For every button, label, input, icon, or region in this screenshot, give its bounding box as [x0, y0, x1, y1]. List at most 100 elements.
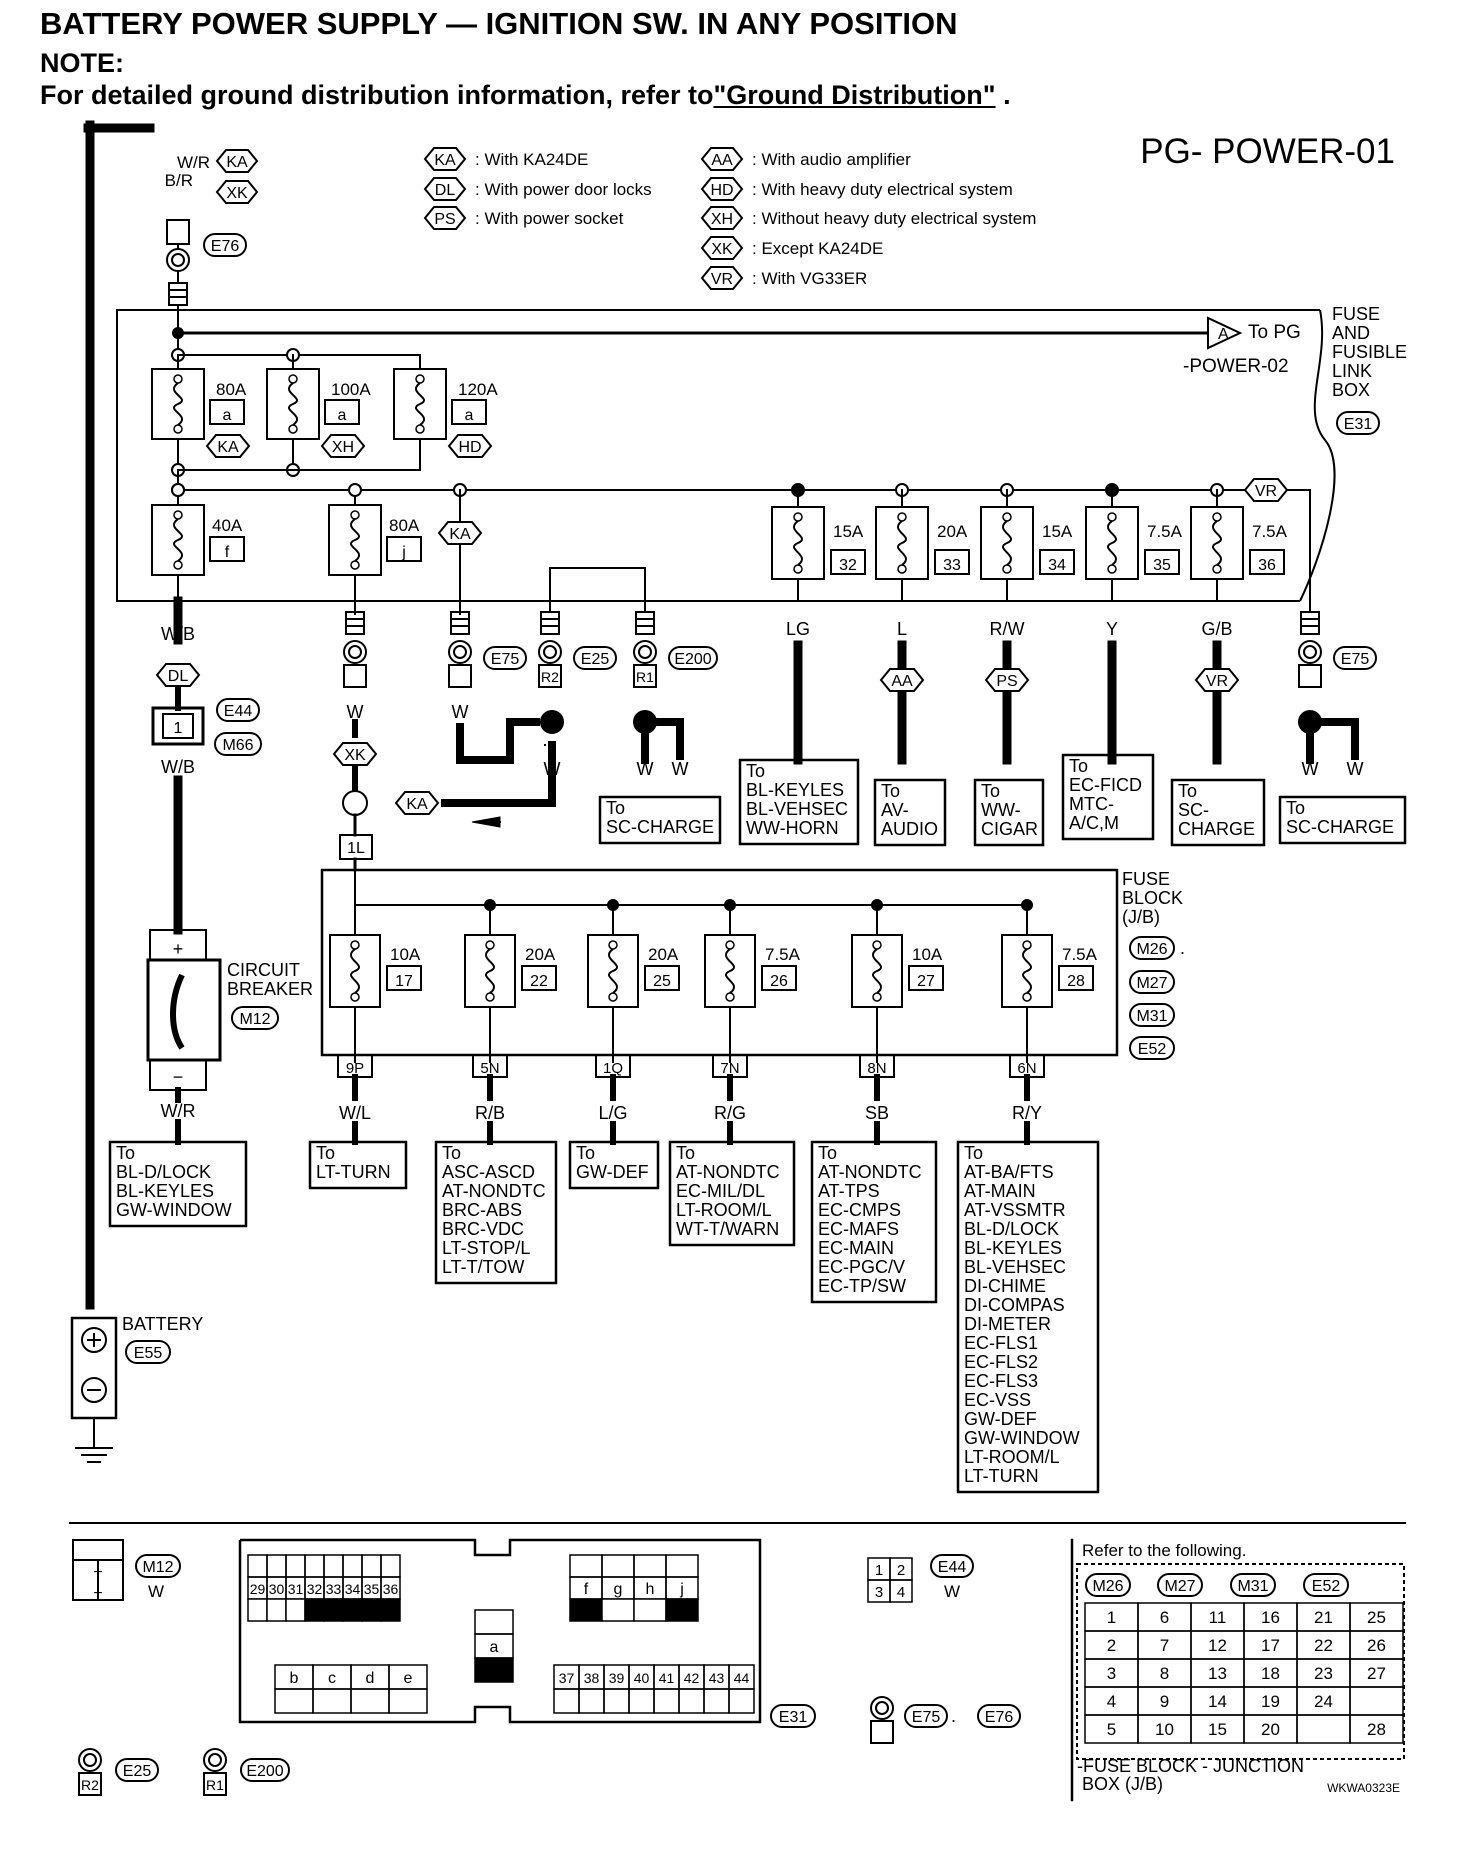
jb-fuse-27-terminal — [872, 940, 882, 950]
jb-grid-cell-label: 11 — [1209, 1608, 1227, 1627]
ground-distribution-link[interactable]: "Ground Distribution" — [713, 80, 996, 110]
upper-fuse-number — [1039, 549, 1075, 575]
wire-color-label: SB — [865, 1103, 889, 1123]
e76-connector-id — [203, 233, 247, 257]
destination-box-line: EC-MIL/DL — [676, 1181, 765, 1201]
wire-color-w: W — [672, 759, 689, 779]
splice — [348, 483, 362, 497]
connector-terminal — [448, 664, 472, 688]
upper-fuse-33-element — [897, 520, 907, 566]
upper-fuse-number-label: 35 — [1153, 557, 1171, 574]
upper-fuse-amp: 7.5A — [1147, 522, 1183, 541]
destination-box-line: To — [316, 1143, 335, 1163]
fusible-link-letter-label: a — [223, 407, 232, 424]
m12-connector-id — [135, 1554, 181, 1578]
page-title: BATTERY POWER SUPPLY — IGNITION SW. IN A… — [40, 6, 958, 41]
jb-fuse-number — [386, 965, 422, 991]
e31-cell-label: 35 — [364, 1581, 380, 1597]
destination-box-line: To — [1178, 781, 1197, 801]
jb-fuse-number — [1058, 965, 1094, 991]
to-pg-power-02-arrow — [1207, 316, 1243, 350]
e31-cell — [601, 1554, 635, 1578]
wire-color-w: W — [347, 702, 364, 722]
jb-grid-cell-label: 24 — [1314, 1692, 1333, 1711]
fusible-link-3-element — [173, 518, 183, 562]
wire-color-wb: W/B — [161, 757, 195, 777]
e31-connector-id — [770, 1704, 816, 1728]
jb-fuse-26-terminal — [725, 940, 735, 950]
wire-color-w: W — [1347, 759, 1364, 779]
e31-cell-label: c — [328, 1670, 336, 1687]
jb-grid-cell-label: 8 — [1160, 1664, 1169, 1683]
note-label: NOTE: — [40, 48, 124, 78]
destination-box-line: LT-ROOM/L — [676, 1200, 772, 1220]
legend-text: : Except KA24DE — [752, 239, 883, 258]
fusible-link-letter — [451, 399, 487, 425]
destination-box-line: A/C,M — [1069, 813, 1119, 833]
jb-fuse-25-terminal — [608, 992, 618, 1002]
fuse-link-box-outline — [116, 309, 1320, 602]
e75-connector-id — [904, 1704, 948, 1728]
fuse-link-box-label: LINK — [1332, 361, 1372, 381]
upper-fuse-35-element — [1107, 520, 1117, 566]
upper-fuse-number-label: 33 — [943, 557, 961, 574]
e31-cell-label: 41 — [659, 1670, 675, 1686]
option-vr-tag — [1243, 478, 1289, 502]
e75-connector-id — [1333, 646, 1377, 670]
e31-cell — [380, 1598, 401, 1622]
reference-period: . — [1003, 80, 1011, 110]
destination-box-line: SC-CHARGE — [606, 817, 714, 837]
fusible-link-amp: 80A — [216, 380, 247, 399]
fuse-block-title: (J/B) — [1122, 907, 1160, 927]
e31-cell-label: e — [404, 1670, 413, 1687]
option-ka-tag-label: KA — [406, 796, 428, 813]
e31-cell-label: 37 — [559, 1670, 575, 1686]
jb-connector-label: 8N — [867, 1060, 886, 1077]
fusible-link-3-terminal — [173, 560, 183, 570]
option-ka-tag — [215, 149, 259, 173]
fusible-link-letter-label: j — [401, 544, 406, 561]
e31-cell — [361, 1598, 382, 1622]
r1-terminal-label: R1 — [206, 1777, 224, 1793]
e31-cell — [474, 1657, 514, 1683]
e31-cell-label: d — [366, 1670, 375, 1687]
circuit-breaker-element — [170, 973, 185, 1050]
fuse-block-title: BLOCK — [1122, 888, 1183, 908]
destination-box-line: AV- — [881, 800, 909, 820]
e52-connector-id-label: E52 — [1312, 1578, 1341, 1595]
jb-fuse-28-element — [1022, 948, 1032, 994]
destination-box-line: EC-VSS — [964, 1390, 1031, 1410]
legend-code-hd-label: HD — [710, 182, 733, 199]
legend-code-vr — [700, 266, 744, 290]
diagram-id: PG- POWER-01 — [1140, 132, 1395, 171]
m26-connector-id — [1085, 1573, 1131, 1597]
splice — [171, 483, 185, 497]
destination-box-line: AT-VSSMTR — [964, 1200, 1066, 1220]
e31-cell — [304, 1554, 325, 1578]
upper-fuse-34-terminal — [1002, 564, 1012, 574]
destination-box-line: EC-FLS3 — [964, 1371, 1038, 1391]
jb-fuse-number — [761, 965, 797, 991]
option-vr-tag-label: VR — [1206, 673, 1228, 690]
e25-connector-id — [573, 646, 617, 670]
jb-grid-cell-label: 12 — [1208, 1636, 1227, 1655]
r2-terminal-label: R2 — [541, 669, 559, 685]
e31-cell-label: 33 — [326, 1581, 342, 1597]
e31-connector-id-label: E31 — [779, 1709, 808, 1726]
jb-fuse-26-element — [725, 948, 735, 994]
fusible-link-1-element — [288, 382, 298, 426]
legend-text: : Without heavy duty electrical system — [752, 209, 1036, 228]
r2-terminal — [538, 664, 562, 688]
destination-box-line: WT-T/WARN — [676, 1219, 779, 1239]
connector-terminal-stack — [1300, 611, 1320, 635]
connector-terminal-stack — [635, 611, 655, 635]
upper-fuse-number — [1144, 549, 1180, 575]
legend-code-ka-label: KA — [434, 152, 456, 169]
option-aa-tag — [879, 668, 925, 692]
jb-grid-cell-label: 14 — [1208, 1692, 1227, 1711]
e31-cell-label: 31 — [288, 1581, 304, 1597]
destination-box-line: DI-METER — [964, 1314, 1051, 1334]
e200-connector-id — [668, 646, 718, 670]
harness — [456, 718, 540, 764]
destination-box-line: AT-TPS — [818, 1181, 880, 1201]
